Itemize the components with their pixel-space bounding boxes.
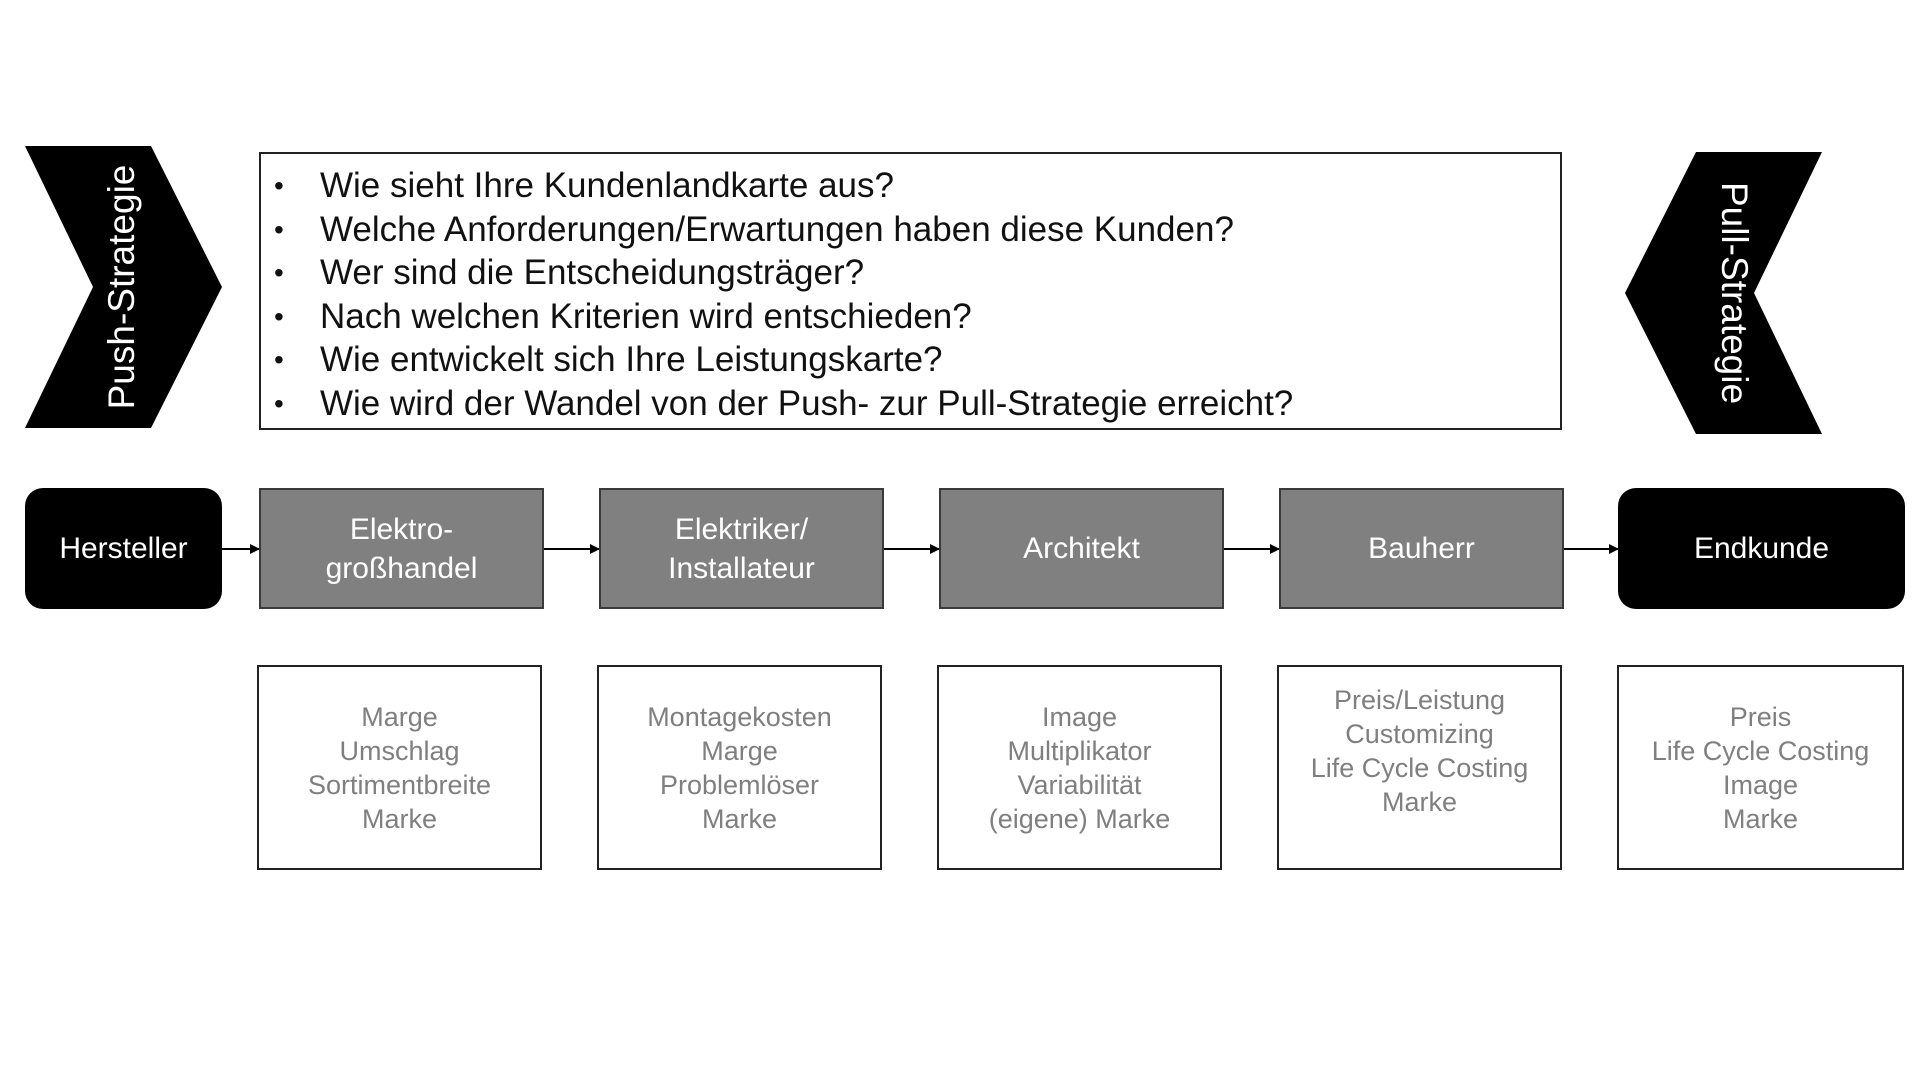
criteria-item: Montagekosten (647, 701, 832, 732)
criteria-item: Marke (1381, 787, 1457, 817)
criteria-item: Marge (701, 735, 778, 766)
questions-list: Wie sieht Ihre Kundenlandkarte aus? Welc… (261, 164, 1560, 425)
pull-strategy-chevron: Pull-Strategie (1625, 152, 1822, 434)
criteria-item: Life Cycle Costing (1310, 753, 1529, 783)
criteria-item: Multiplikator (1007, 735, 1152, 766)
node-grosshandel: Elektro- großhandel (259, 488, 544, 609)
node-bauherr: Bauherr (1279, 488, 1564, 609)
node-bauherr-label: Bauherr (1368, 532, 1475, 565)
node-hersteller-label: Hersteller (59, 531, 188, 565)
criteria-bauherr: Preis/Leistung Customizing Life Cycle Co… (1277, 665, 1562, 870)
criteria-item: Preis/Leistung (1333, 685, 1506, 715)
node-endkunde: Endkunde (1618, 488, 1905, 609)
push-chevron-shape (25, 146, 222, 428)
criteria-item: Life Cycle Costing (1651, 735, 1870, 766)
criteria-item: Variabilität (1017, 769, 1142, 800)
criteria-item: Sortimentbreite (307, 769, 492, 800)
criteria-item: Umschlag (339, 735, 460, 766)
question-item: Nach welchen Kriterien wird entschieden? (261, 295, 1560, 339)
node-architekt-label: Architekt (1023, 532, 1140, 565)
criteria-architekt: Image Multiplikator Variabilität (eigene… (937, 665, 1222, 870)
criteria-item: Marge (361, 701, 438, 732)
criteria-item: Customizing (1345, 719, 1494, 749)
criteria-endkunde: Preis Life Cycle Costing Image Marke (1617, 665, 1904, 870)
node-elektriker-line: Installateur (668, 551, 815, 585)
criteria-item: Marke (1722, 803, 1798, 834)
node-endkunde-label: Endkunde (1693, 531, 1830, 565)
node-grosshandel-line: Elektro- (349, 512, 454, 546)
push-strategy-chevron: Push-Strategie (25, 146, 222, 428)
criteria-item: Image (1722, 769, 1799, 800)
criteria-grosshandel: Marge Umschlag Sortimentbreite Marke (257, 665, 542, 870)
criteria-item: Marke (701, 803, 777, 834)
node-grosshandel-line: großhandel (325, 551, 478, 585)
criteria-elektriker: Montagekosten Marge Problemlöser Marke (597, 665, 882, 870)
criteria-item: Problemlöser (659, 769, 820, 800)
pull-chevron-shape (1625, 152, 1822, 434)
node-elektriker: Elektriker/ Installateur (599, 488, 884, 609)
questions-box: Wie sieht Ihre Kundenlandkarte aus? Welc… (259, 152, 1562, 430)
node-architekt: Architekt (939, 488, 1224, 609)
criteria-item: Preis (1729, 701, 1792, 732)
question-item: Wie wird der Wandel von der Push- zur Pu… (261, 382, 1560, 426)
criteria-item: (eigene) Marke (988, 803, 1171, 834)
criteria-item: Marke (361, 803, 437, 834)
node-elektriker-line: Elektriker/ (674, 512, 809, 546)
question-item: Wie sieht Ihre Kundenlandkarte aus? (261, 164, 1560, 208)
node-hersteller: Hersteller (25, 488, 222, 609)
criteria-item: Image (1041, 701, 1118, 732)
question-item: Wie entwickelt sich Ihre Leistungskarte? (261, 338, 1560, 382)
question-item: Wer sind die Entscheidungsträger? (261, 251, 1560, 295)
question-item: Welche Anforderungen/Erwartungen haben d… (261, 208, 1560, 252)
